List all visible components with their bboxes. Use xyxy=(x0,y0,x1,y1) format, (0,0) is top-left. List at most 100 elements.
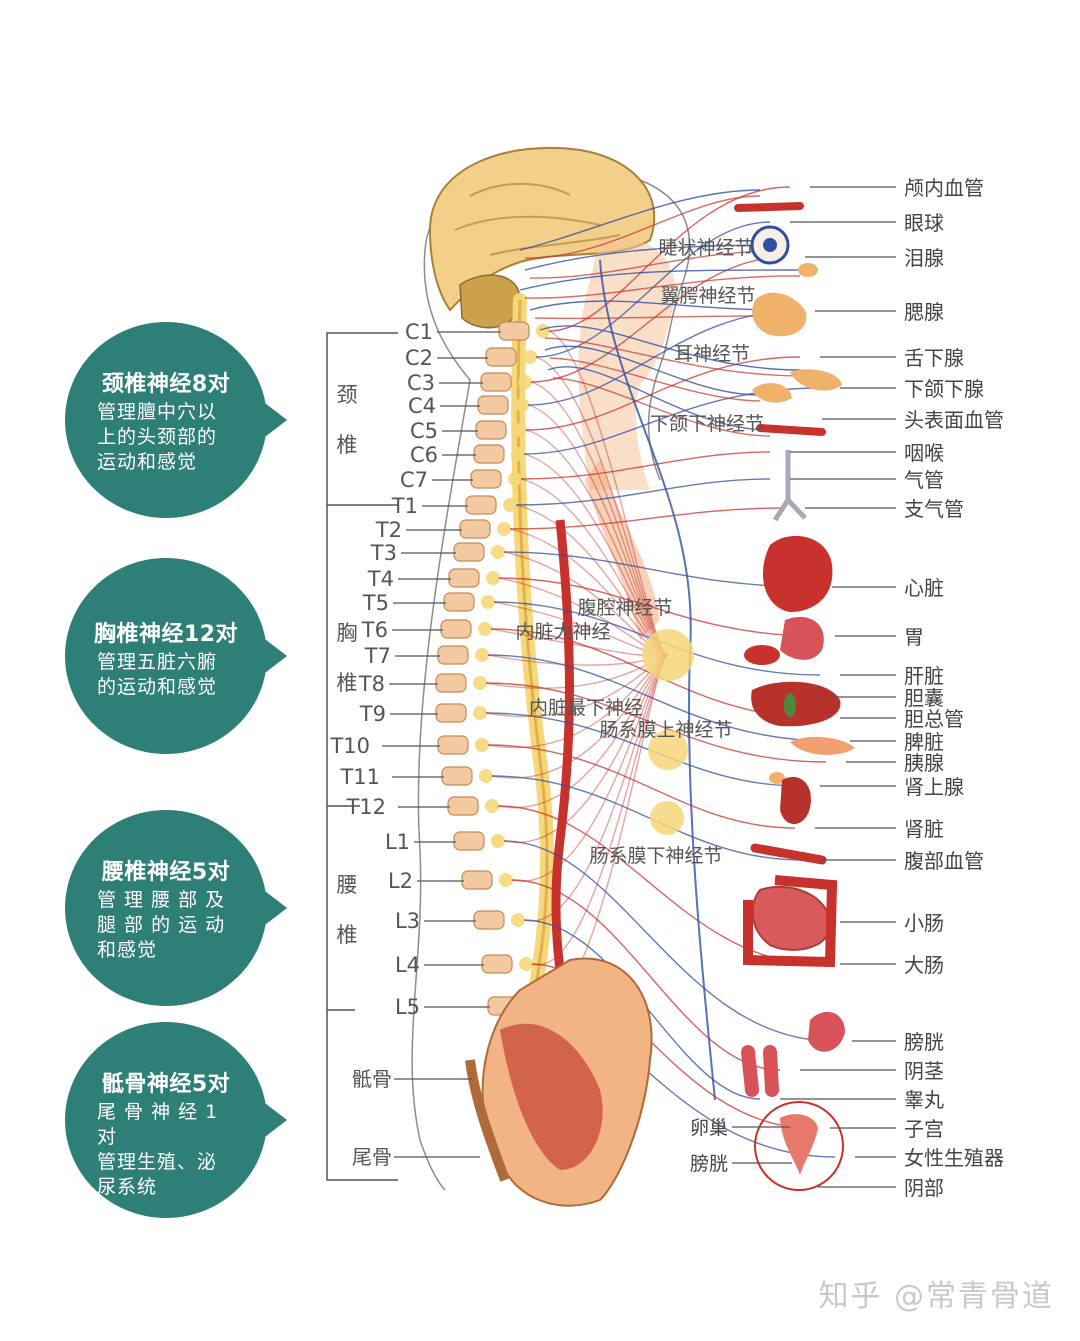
organ-label: 阴部 xyxy=(904,1176,944,1200)
spinal-ganglion xyxy=(511,913,525,927)
spinal-ganglion xyxy=(485,799,499,813)
ganglion-label: 翼腭神经节 xyxy=(660,285,755,307)
vertebra-body xyxy=(499,322,529,340)
bladder xyxy=(808,1012,845,1052)
inset-bladder-label: 膀胱 xyxy=(690,1153,728,1175)
nerve-fiber xyxy=(486,655,668,688)
ganglion-label: 腹腔神经节 xyxy=(577,597,672,619)
organ-label: 腹部血管 xyxy=(904,849,984,873)
organ-label: 头表面血管 xyxy=(904,408,1004,432)
organ-illustrations xyxy=(738,206,855,1190)
pelvis xyxy=(470,958,652,1205)
spinal-ganglion xyxy=(491,834,505,848)
spinal-ganglion xyxy=(473,676,487,690)
vertebra-label-t7: T7 xyxy=(364,644,391,668)
region-char: 椎 xyxy=(337,923,358,947)
vertebra-body xyxy=(438,646,468,664)
coccyx-label: 尾骨 xyxy=(352,1145,392,1169)
vertebra-label-l1: L1 xyxy=(385,830,410,854)
spinal-ganglion xyxy=(519,957,533,971)
small-intestine xyxy=(753,887,830,950)
vertebra-label-t12: T12 xyxy=(345,795,386,819)
vertebra-body xyxy=(471,470,501,488)
ganglion-label: 肠系膜下神经节 xyxy=(589,845,722,867)
vertebra-label-c7: C7 xyxy=(400,468,428,492)
cranial-vessel xyxy=(738,206,800,208)
vertebra-label-t10: T10 xyxy=(329,734,370,758)
organ-label: 肾脏 xyxy=(904,817,944,841)
spinal-ganglion xyxy=(515,398,529,412)
vertebra-label-c3: C3 xyxy=(407,371,435,395)
ovary-label: 卵巢 xyxy=(690,1117,728,1139)
vertebra-label-c6: C6 xyxy=(410,443,438,467)
region-char: 颈 xyxy=(337,383,358,407)
vertebra-body xyxy=(466,496,496,514)
spinal-ganglion xyxy=(508,472,522,486)
stomach xyxy=(780,617,824,660)
pancreas xyxy=(790,737,855,755)
organ-label: 下颌下腺 xyxy=(904,377,984,401)
spinal-ganglion xyxy=(478,622,492,636)
spinal-ganglion xyxy=(486,571,500,585)
spinal-ganglion xyxy=(497,522,511,536)
submandibular-gland xyxy=(752,383,792,403)
ganglion-label: 内脏最下神经 xyxy=(529,697,643,719)
organ-label: 心脏 xyxy=(904,576,944,600)
organ-label: 支气管 xyxy=(904,497,964,521)
organ-label: 胆总管 xyxy=(904,707,964,731)
ganglion-label: 下颌下神经节 xyxy=(650,413,764,435)
spinal-ganglion xyxy=(503,498,517,512)
organ-label: 咽喉 xyxy=(904,441,944,465)
spinal-ganglion xyxy=(511,447,525,461)
vertebra-body xyxy=(474,911,504,929)
organ-label: 腮腺 xyxy=(904,300,944,324)
spinal-ganglion xyxy=(518,375,532,389)
organ-label: 阴茎 xyxy=(904,1059,944,1083)
organ-label: 胰腺 xyxy=(904,751,944,775)
region-char: 胸 xyxy=(337,621,358,645)
region-char: 腰 xyxy=(337,873,358,897)
penis xyxy=(748,1052,772,1090)
organ-label: 颅内血管 xyxy=(904,176,984,200)
organ-label: 小肠 xyxy=(904,911,944,935)
organ-label: 大肠 xyxy=(904,953,944,977)
organ-label: 女性生殖器 xyxy=(904,1146,1004,1170)
organ-label: 泪腺 xyxy=(904,246,944,270)
organ-label: 睾丸 xyxy=(904,1088,944,1112)
vertebra-body xyxy=(474,445,504,463)
vertebra-body xyxy=(460,520,490,538)
spinal-ganglion xyxy=(523,350,537,364)
organ-label: 肾上腺 xyxy=(904,775,964,799)
vertebra-body xyxy=(441,620,471,638)
vertebra-body xyxy=(478,396,508,414)
uterus xyxy=(780,1114,818,1175)
organ-label: 子宫 xyxy=(904,1117,944,1141)
vertebra-label-c2: C2 xyxy=(405,346,433,370)
ganglion-label: 耳神经节 xyxy=(674,343,750,365)
vertebra-label-t8: T8 xyxy=(358,672,385,696)
vertebra-body xyxy=(476,421,506,439)
sublingual-gland xyxy=(790,369,842,390)
spinal-ganglion xyxy=(475,738,489,752)
heart xyxy=(763,536,832,612)
region-char: 椎 xyxy=(337,433,358,457)
spinal-ganglion xyxy=(475,648,489,662)
eyeball-iris xyxy=(763,238,777,252)
vertebra-body xyxy=(462,871,492,889)
region-char: 椎 xyxy=(337,671,358,695)
trachea xyxy=(775,450,805,520)
vertebra-label-t2: T2 xyxy=(375,518,402,542)
vertebra-label-l2: L2 xyxy=(388,869,413,893)
head-surface-vessel xyxy=(760,428,822,432)
spinal-ganglion xyxy=(513,423,527,437)
kidney xyxy=(780,777,811,824)
vertebra-body xyxy=(449,569,479,587)
spinal-ganglion xyxy=(499,873,513,887)
organ-label: 舌下腺 xyxy=(904,346,964,370)
vertebra-body xyxy=(436,674,466,692)
vertebra-body xyxy=(436,704,466,722)
vertebra-body xyxy=(486,348,516,366)
vertebra-label-t5: T5 xyxy=(362,591,389,615)
lacrimal-gland xyxy=(798,263,818,277)
